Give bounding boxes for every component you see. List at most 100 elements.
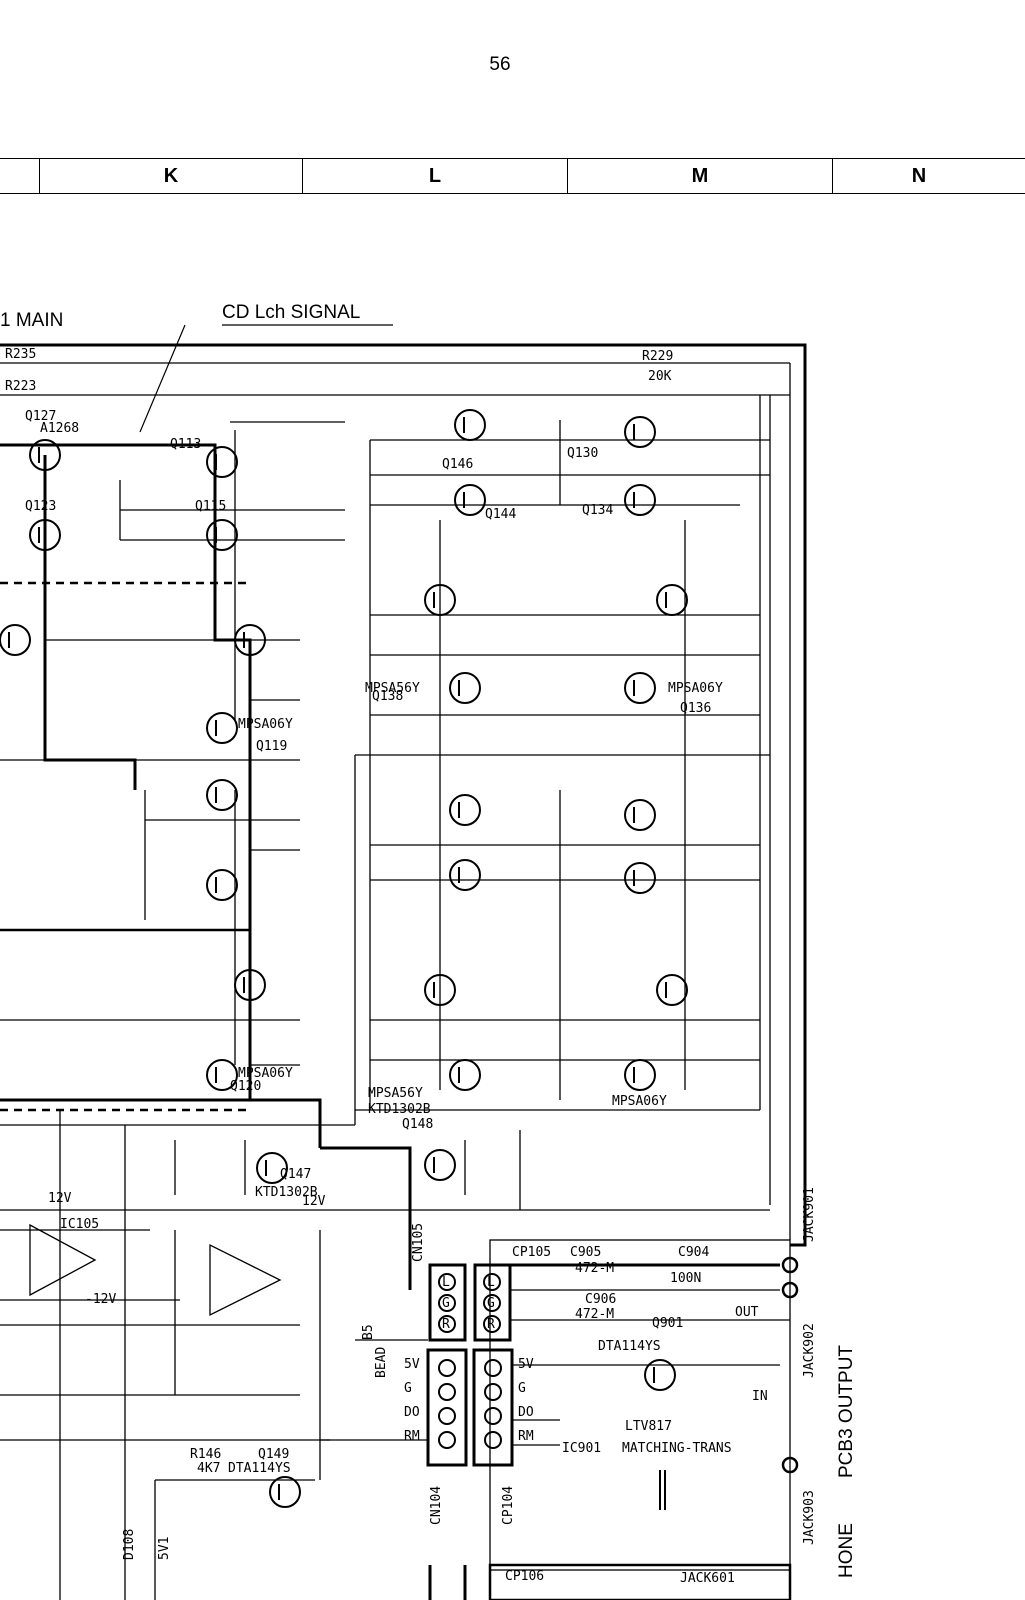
transistor-q118 xyxy=(234,969,266,1001)
label-q149: Q149 xyxy=(258,1447,289,1462)
transistor-q113 xyxy=(206,446,238,478)
grid-col-k: K xyxy=(40,159,303,193)
label-c906-value: 472-M xyxy=(575,1307,614,1322)
label-q123: Q123 xyxy=(25,499,56,514)
label-q127: Q127 xyxy=(25,409,56,424)
label-q147-part: KTD1302B xyxy=(255,1185,318,1200)
transistor-q901 xyxy=(644,1359,676,1391)
label-rail-neg12v: -12V xyxy=(85,1292,116,1307)
transistor-q121 xyxy=(0,624,31,656)
label-q138-part: MPSA56Y xyxy=(365,681,420,696)
label-in: IN xyxy=(752,1389,768,1404)
grid-col-l: L xyxy=(303,159,568,193)
label-q147: Q147 xyxy=(280,1167,311,1182)
transistor-q143 xyxy=(449,859,481,891)
side-label-hone: HONE xyxy=(836,1523,857,1578)
transistor-q132 xyxy=(656,584,688,616)
label-c904-value: 100N xyxy=(670,1271,701,1286)
label-q901-part: DTA114YS xyxy=(598,1339,661,1354)
transistor-q147 xyxy=(256,1152,288,1184)
label-c906: C906 xyxy=(585,1292,616,1307)
transistor-q131 xyxy=(624,799,656,831)
transistor-q114 xyxy=(206,779,238,811)
transistor-q127 xyxy=(29,439,61,471)
label-q115: Q115 xyxy=(195,499,226,514)
side-label-pcb3-output: PCB3 OUTPUT xyxy=(836,1345,857,1478)
transistor-q139 xyxy=(449,1059,481,1091)
label-d108-part: 5V1 xyxy=(157,1537,172,1560)
label-q137-part: MPSA06Y xyxy=(612,1094,667,1109)
label-q146: Q146 xyxy=(442,457,473,472)
pin-g-cn104: G xyxy=(404,1381,412,1396)
label-jack901: JACK901 xyxy=(802,1187,817,1242)
grid-col-m: M xyxy=(568,159,833,193)
transistor-q130 xyxy=(624,416,656,448)
label-q144: Q144 xyxy=(485,507,516,522)
signal-label: CD Lch SIGNAL xyxy=(222,302,360,323)
label-q136-part: MPSA06Y xyxy=(668,681,723,696)
transistor-q120 xyxy=(206,1059,238,1091)
pin-g: G xyxy=(518,1381,526,1396)
label-jack601: JACK601 xyxy=(680,1571,735,1586)
pin-do: DO xyxy=(518,1405,534,1420)
label-ic901-note: MATCHING-TRANS xyxy=(622,1441,732,1456)
label-q120-part: MPSA06Y xyxy=(238,1066,293,1081)
label-q120: Q120 xyxy=(230,1079,261,1094)
transistor-q134 xyxy=(624,484,656,516)
pin-5v-cn104: 5V xyxy=(404,1357,420,1372)
label-d108: D108 xyxy=(122,1529,137,1560)
label-q139-part: MPSA56Y xyxy=(368,1086,423,1101)
section-title: 1 MAIN xyxy=(0,310,63,331)
pin-l-cn105: L xyxy=(442,1275,450,1290)
transistor-q144 xyxy=(454,484,486,516)
label-r223: R223 xyxy=(5,379,36,394)
label-rail-12v-a: 12V xyxy=(302,1194,326,1209)
pin-g-cn105: G xyxy=(442,1296,450,1311)
label-c905: C905 xyxy=(570,1245,601,1260)
transistor-q119 xyxy=(206,712,238,744)
transistor-q115 xyxy=(206,519,238,551)
label-ltv817: LTV817 xyxy=(625,1419,672,1434)
grid-col-blank xyxy=(0,159,40,193)
label-cp106: CP106 xyxy=(505,1569,544,1584)
transistor-q149 xyxy=(269,1476,301,1508)
transistor-q135 xyxy=(624,862,656,894)
pin-rm-cn104: RM xyxy=(404,1429,420,1444)
transistor-q145 xyxy=(449,794,481,826)
grid-column-header: K L M N xyxy=(0,158,1025,194)
label-b5: B5 xyxy=(361,1324,376,1340)
pin-l-cp105: L xyxy=(487,1275,495,1290)
pin-r-cn105: R xyxy=(442,1317,450,1332)
label-q113: Q113 xyxy=(170,437,201,452)
label-ic901: IC901 xyxy=(562,1441,601,1456)
label-r178-value: 4K7 xyxy=(197,1461,220,1476)
label-q149-part: DTA114YS xyxy=(228,1461,291,1476)
label-q136: Q136 xyxy=(680,701,711,716)
transistor-q133 xyxy=(656,974,688,1006)
page-number: 56 xyxy=(489,54,511,75)
label-q138: Q138 xyxy=(372,689,403,704)
label-r178: R146 xyxy=(190,1447,221,1462)
label-cn105: CN105 xyxy=(411,1223,426,1262)
label-r229-value: 20K xyxy=(648,369,672,384)
label-cp105: CP105 xyxy=(512,1245,551,1260)
label-r229: R229 xyxy=(642,349,673,364)
label-ic105: IC105 xyxy=(60,1217,99,1232)
pin-do-cn104: DO xyxy=(404,1405,420,1420)
label-q901: Q901 xyxy=(652,1316,683,1331)
pin-rm: RM xyxy=(518,1429,534,1444)
label-q130: Q130 xyxy=(567,446,598,461)
transistor-q117 xyxy=(234,624,266,656)
label-q127-part: A1268 xyxy=(40,421,79,436)
label-jack903: JACK903 xyxy=(802,1490,817,1545)
transistor-q141 xyxy=(424,584,456,616)
transistor-q138 xyxy=(449,672,481,704)
label-cp104: CP104 xyxy=(501,1486,516,1525)
pin-g-cp105: G xyxy=(487,1296,495,1311)
label-q148: Q148 xyxy=(402,1117,433,1132)
transistor-q137 xyxy=(624,1059,656,1091)
label-c905-value: 472-M xyxy=(575,1261,614,1276)
label-r235: R235 xyxy=(5,347,36,362)
label-q134: Q134 xyxy=(582,503,613,518)
